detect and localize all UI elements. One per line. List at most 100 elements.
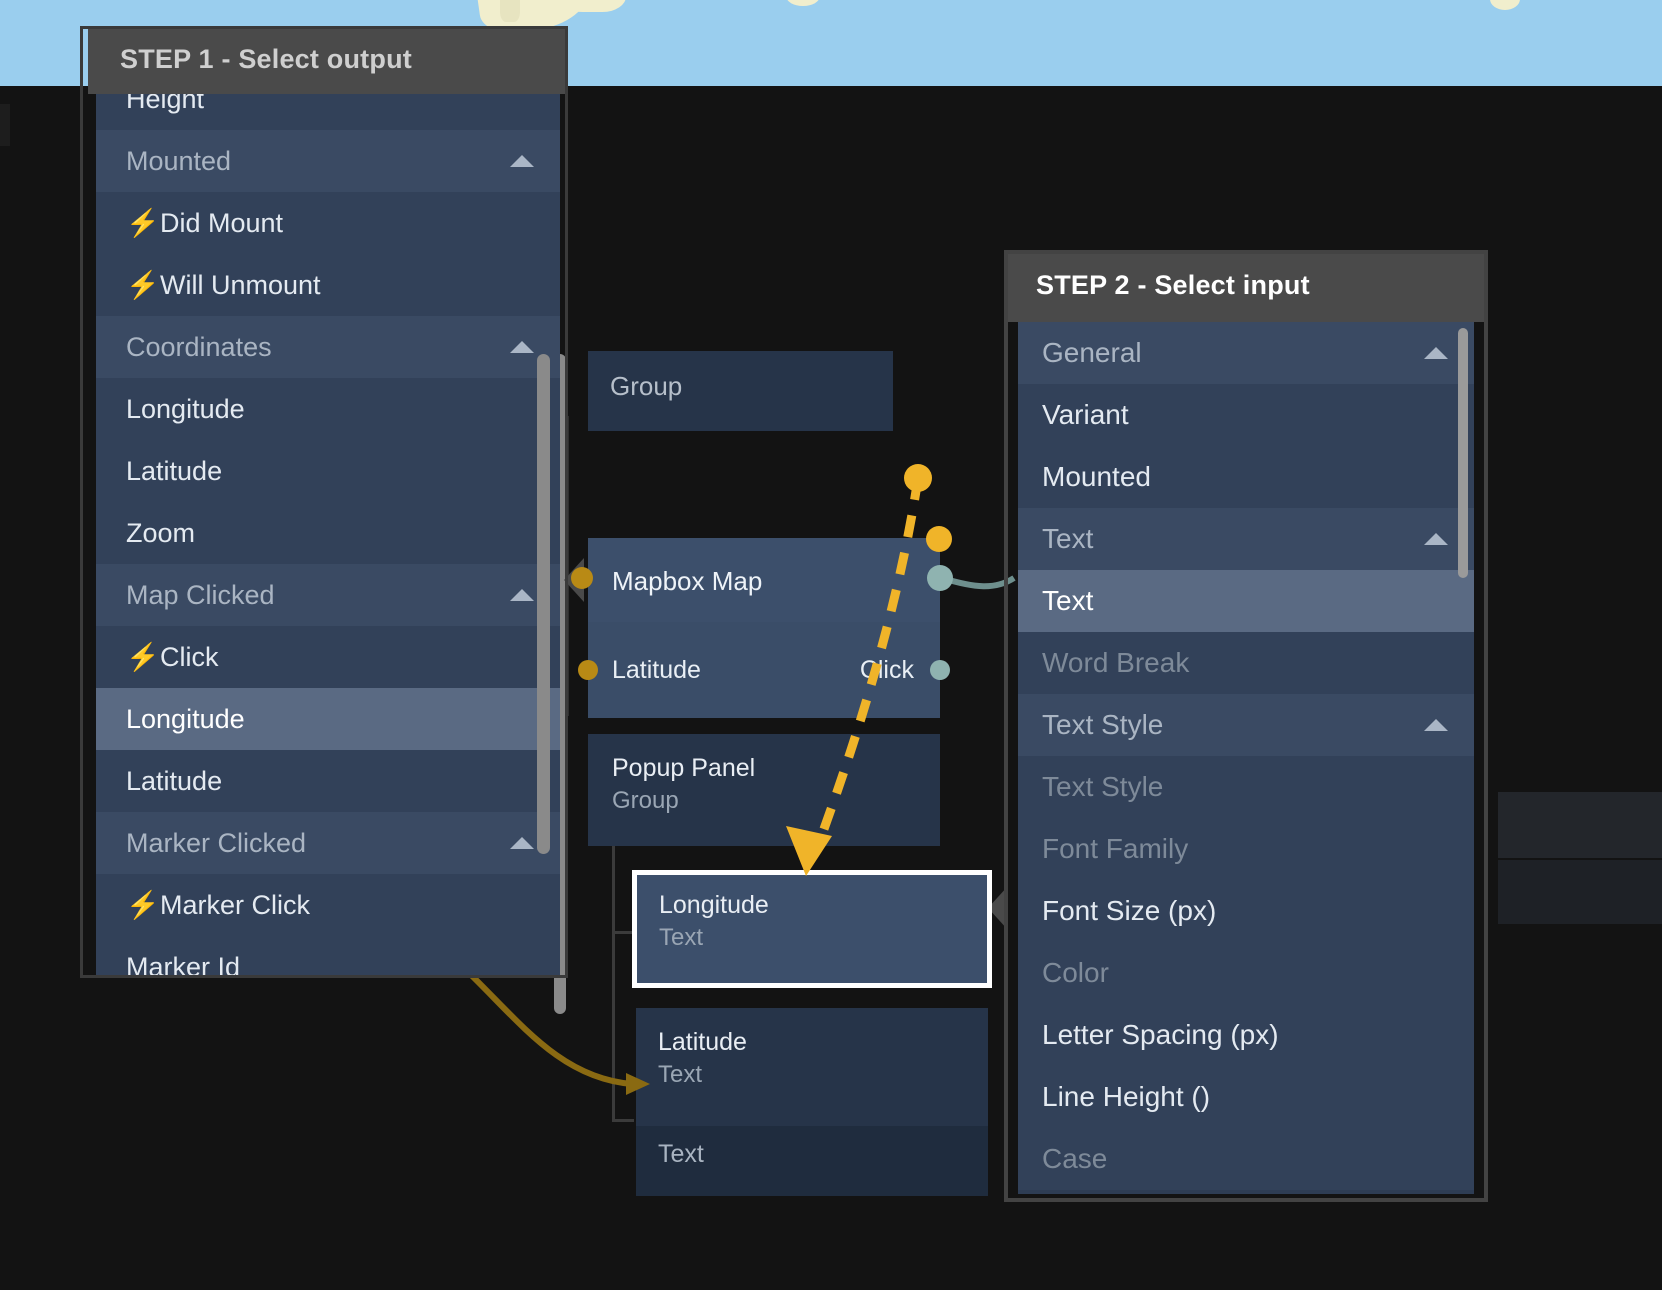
step2-option[interactable]: Text Style	[1018, 756, 1474, 818]
chevron-up-icon[interactable]	[510, 155, 534, 167]
step1-option[interactable]: ⚡Click	[96, 626, 560, 688]
node-mapbox-map[interactable]: Mapbox Map Latitude Click	[578, 526, 952, 718]
port-input-latitude[interactable]	[578, 660, 598, 680]
step1-option[interactable]: Mounted	[96, 130, 560, 192]
step1-option[interactable]: Marker Id	[96, 936, 560, 976]
step1-option[interactable]: Marker Clicked	[96, 812, 560, 874]
node-offscreen-ghost	[1498, 792, 1662, 858]
lightning-bolt-icon: ⚡	[126, 642, 160, 672]
option-label: Word Break	[1042, 647, 1190, 678]
step1-option[interactable]: Zoom	[96, 502, 560, 564]
node-subtitle: Text	[658, 1061, 703, 1088]
collapse-caret-icon[interactable]	[988, 886, 1008, 930]
chevron-up-icon[interactable]	[510, 341, 534, 353]
step1-option[interactable]: Latitude	[96, 750, 560, 812]
step1-option[interactable]: ⚡Marker Click	[96, 874, 560, 936]
port-output-active[interactable]	[926, 526, 952, 552]
chevron-up-icon[interactable]	[510, 589, 534, 601]
option-label: Color	[1042, 957, 1109, 988]
option-label: Longitude	[126, 393, 245, 424]
option-label: Will Unmount	[160, 269, 321, 300]
step2-option[interactable]: Text Style	[1018, 694, 1474, 756]
map-landmass	[500, 0, 520, 22]
option-label: Line Height ()	[1042, 1081, 1211, 1112]
chevron-up-icon[interactable]	[1424, 533, 1448, 545]
step2-option[interactable]: Variant	[1018, 384, 1474, 446]
step1-title: STEP 1 - Select output	[88, 26, 568, 94]
step2-option[interactable]: Mounted	[1018, 446, 1474, 508]
node-subtitle: Group	[612, 787, 679, 814]
step1-option[interactable]: Map Clicked	[96, 564, 560, 626]
step1-option[interactable]: Longitude	[96, 378, 560, 440]
node-popup-panel[interactable]: Popup Panel Group	[588, 734, 940, 846]
node-title: Latitude	[658, 1028, 747, 1056]
option-label: Text	[1042, 585, 1094, 616]
step2-option[interactable]: Case	[1018, 1128, 1474, 1190]
option-label: Coordinates	[126, 331, 272, 362]
option-label: Text Style	[1042, 771, 1164, 802]
step2-scrollbar[interactable]	[1458, 328, 1468, 578]
option-label: Text	[1042, 523, 1094, 554]
option-label: Longitude	[126, 703, 245, 734]
lightning-bolt-icon: ⚡	[126, 890, 160, 920]
option-label: Variant	[1042, 399, 1129, 430]
option-label: Mounted	[1042, 461, 1151, 492]
node-subtitle: Text	[659, 924, 704, 951]
step1-option[interactable]: ⚡Will Unmount	[96, 254, 560, 316]
chevron-up-icon[interactable]	[1424, 719, 1448, 731]
option-label: Did Mount	[160, 207, 284, 238]
option-label: Text Style	[1042, 709, 1164, 740]
node-latitude-text[interactable]: Latitude Text	[636, 1008, 988, 1126]
node-port-row[interactable]: Latitude Click	[578, 622, 950, 718]
step2-option[interactable]: Font Size (px)	[1018, 880, 1474, 942]
step2-option[interactable]: General	[1018, 322, 1474, 384]
step1-option[interactable]: Latitude	[96, 440, 560, 502]
step1-scrollbar[interactable]	[537, 354, 550, 854]
step1-option[interactable]: Longitude	[96, 688, 560, 750]
tree-rail	[612, 1119, 634, 1122]
map-landmass	[786, 0, 820, 6]
lightning-bolt-icon: ⚡	[126, 208, 160, 238]
option-label: General	[1042, 337, 1142, 368]
tree-rail	[612, 931, 634, 934]
node-subtitle: Group	[610, 371, 683, 401]
node-title: Mapbox Map	[612, 566, 763, 596]
option-label: Marker Id	[126, 951, 241, 977]
port-output-click[interactable]	[930, 660, 950, 680]
node-title: Longitude	[659, 891, 769, 919]
option-label: Map Clicked	[126, 579, 275, 610]
option-label: Font Family	[1042, 833, 1189, 864]
step2-option[interactable]: Line Height ()	[1018, 1066, 1474, 1128]
step2-option[interactable]: Letter Spacing (px)	[1018, 1004, 1474, 1066]
chevron-up-icon[interactable]	[1424, 347, 1448, 359]
option-label: Zoom	[126, 517, 196, 548]
option-label: Mounted	[126, 145, 232, 176]
node-title: Popup Panel	[612, 754, 756, 782]
step2-option[interactable]: Text	[1018, 508, 1474, 570]
step1-option[interactable]: Coordinates	[96, 316, 560, 378]
option-label: Marker Click	[160, 889, 311, 920]
node-longitude-text[interactable]: Longitude Text	[632, 870, 992, 988]
node-text-bottom[interactable]: Text	[636, 1126, 988, 1196]
option-label: Click	[160, 641, 219, 672]
option-label: Font Size (px)	[1042, 895, 1217, 926]
lightning-bolt-icon: ⚡	[126, 270, 160, 300]
step2-option[interactable]: Color	[1018, 942, 1474, 1004]
step2-option[interactable]: Word Break	[1018, 632, 1474, 694]
port-label-click: Click	[859, 655, 914, 684]
map-landmass	[1490, 0, 1520, 10]
step2-option[interactable]: Text	[1018, 570, 1474, 632]
node-offscreen-ghost	[1498, 860, 1662, 924]
step2-option[interactable]: Font Family	[1018, 818, 1474, 880]
chevron-up-icon[interactable]	[510, 837, 534, 849]
step1-option[interactable]: ⚡Did Mount	[96, 192, 560, 254]
option-label: Height	[126, 94, 205, 114]
step1-option[interactable]: Height	[96, 94, 560, 130]
node-group-top[interactable]: Group	[588, 351, 893, 431]
canvas-edge-stub	[0, 104, 10, 146]
